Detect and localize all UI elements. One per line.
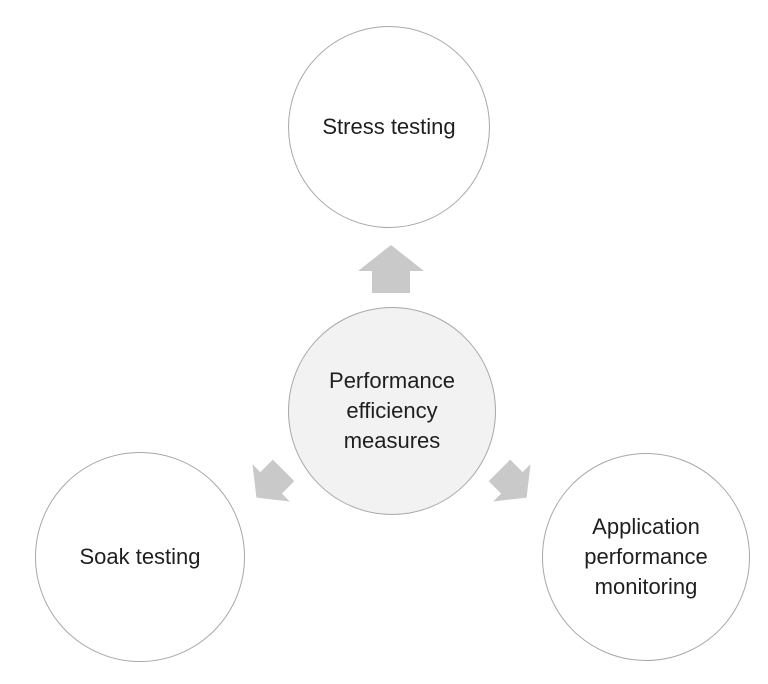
node-label-line: monitoring [594, 574, 698, 599]
node-label-line: measures [343, 428, 441, 453]
node-performance-efficiency-measures: Performance efficiency measures [288, 307, 496, 515]
node-soak-testing: Soak testing [35, 452, 245, 662]
node-application-performance-monitoring: Application performance monitoring [542, 453, 750, 661]
node-label-line: Application [592, 514, 700, 539]
node-label-line: Performance [329, 368, 455, 393]
arrow-up-icon [358, 245, 424, 293]
node-label: Soak testing [79, 544, 201, 569]
node-stress-testing: Stress testing [288, 26, 490, 228]
node-label: Stress testing [322, 114, 456, 139]
arrow-down-left-icon [252, 459, 295, 502]
node-label-line: performance [584, 544, 708, 569]
arrow-down-right-icon [488, 459, 531, 502]
node-label-line: efficiency [346, 398, 438, 423]
